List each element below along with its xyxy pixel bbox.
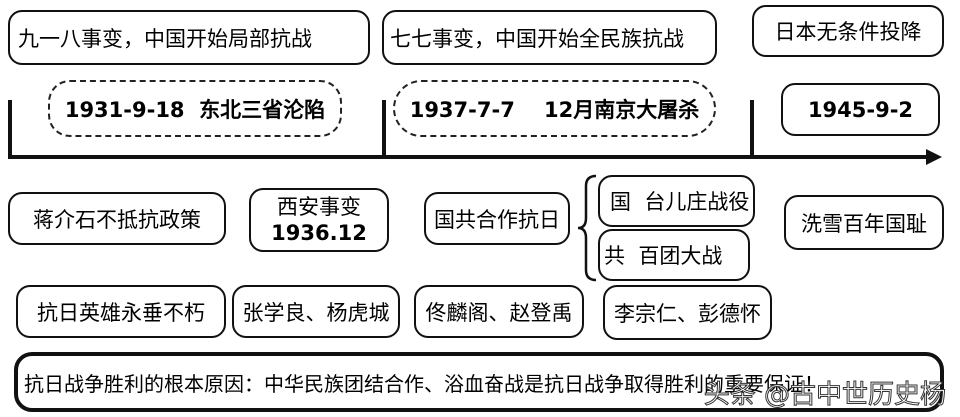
timeline-tick [750,100,754,158]
jiang-box: 蒋介石不抵抗政策 [8,192,226,245]
timeline-tick [382,100,386,158]
event-text: 七七事变，中国开始全民族抗战 [390,26,684,51]
text: 国共合作抗日 [434,207,560,232]
event-box-77: 七七事变，中国开始全民族抗战 [382,10,717,65]
guo-box: 国 台儿庄战役 [598,175,755,227]
timeline-tick [8,100,12,158]
timeline-axis [8,155,930,159]
brace-icon [577,174,597,282]
date-box-1945: 1945-9-2 [781,83,940,136]
date-text: 1931-9-18 东北三省沦陷 [64,97,326,122]
text: 洗雪百年国耻 [801,211,927,236]
event-box-surrender: 日本无条件投降 [752,5,944,57]
text: 佟麟阁、赵登禹 [425,300,573,325]
zhang-box: 张学良、杨虎城 [232,285,400,338]
text: 西安事变 [277,194,361,219]
arrow-head-icon [926,149,942,165]
text: 共 百团大战 [604,244,723,268]
coop-box: 国共合作抗日 [424,192,570,245]
date-text: 1937-7-7 12月南京大屠杀 [409,97,700,122]
text: 国 台儿庄战役 [610,190,750,214]
conclusion-box: 抗日战争胜利的根本原因：中华民族团结合作、浴血奋战是抗日战争取得胜利的重要保证！ [14,352,944,412]
date-box-1931: 1931-9-18 东北三省沦陷 [48,80,342,137]
tong-box: 佟麟阁、赵登禹 [414,285,584,338]
event-text: 日本无条件投降 [774,20,922,44]
text: 张学良、杨虎城 [242,300,390,325]
shame-box: 洗雪百年国耻 [784,195,944,250]
event-text: 九一八事变，中国开始局部抗战 [18,26,312,51]
event-box-918: 九一八事变，中国开始局部抗战 [8,10,370,65]
gong-box: 共 百团大战 [598,229,750,281]
text: 李宗仁、彭德怀 [614,301,761,326]
date-text: 1936.12 [271,221,367,245]
date-box-1937: 1937-7-7 12月南京大屠杀 [393,80,716,137]
watermark: 头条 @古中世历史杨 [703,380,946,411]
heroes-box: 抗日英雄永垂不朽 [16,285,226,338]
text: 抗日英雄永垂不朽 [37,300,205,325]
text: 蒋介石不抵抗政策 [33,207,201,232]
date-text: 1945-9-2 [807,97,914,122]
li-box: 李宗仁、彭德怀 [603,285,772,340]
conclusion-text: 抗日战争胜利的根本原因：中华民族团结合作、浴血奋战是抗日战争取得胜利的重要保证！ [24,371,824,396]
